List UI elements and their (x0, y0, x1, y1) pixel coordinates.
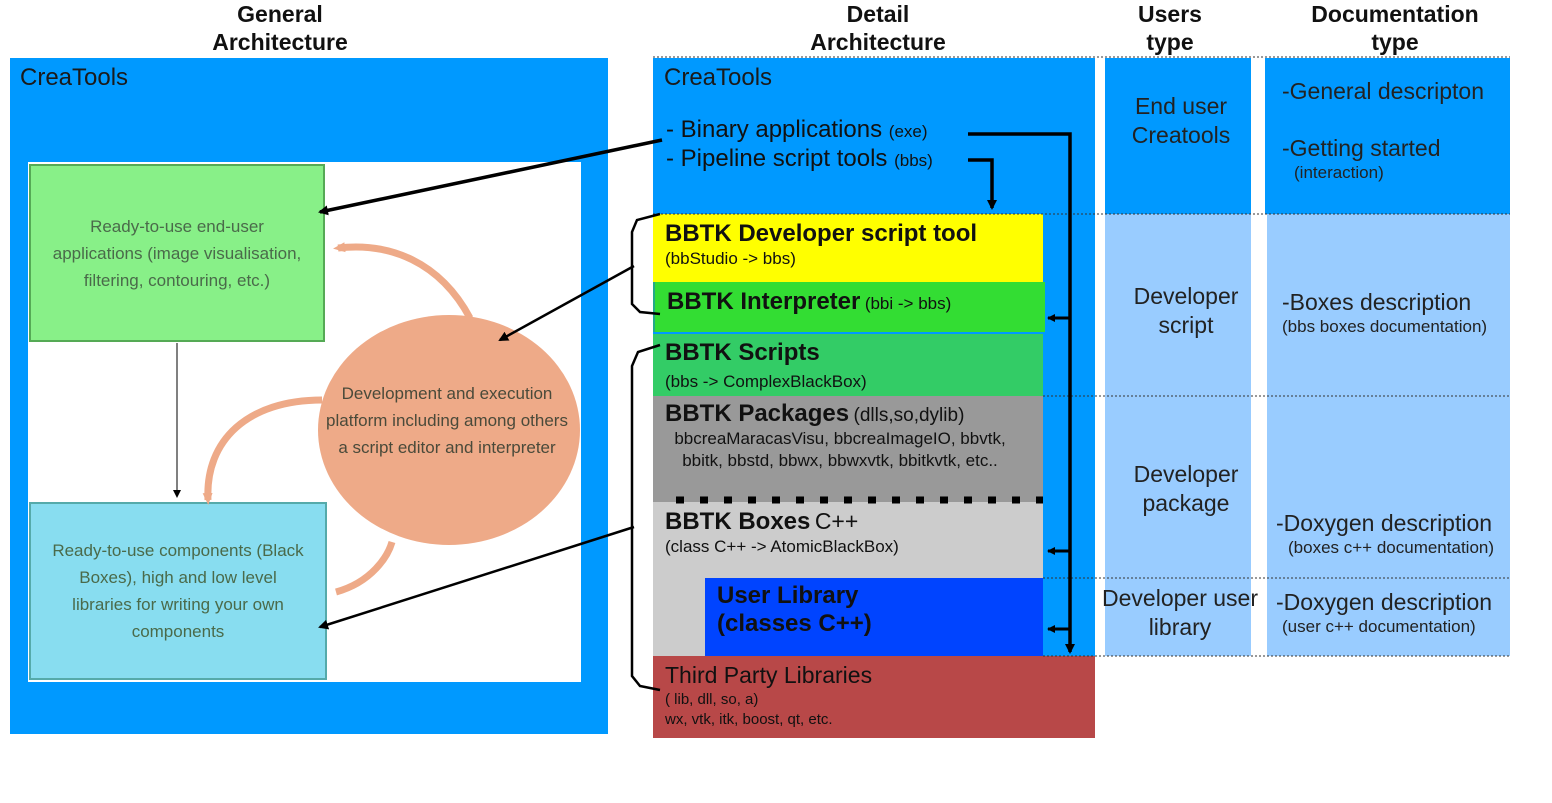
layer-packages-title: BBTK Packages (665, 400, 850, 427)
scripts-library-bracket (630, 343, 661, 692)
layer-third-party-sub2: wx, vtk, itk, boost, qt, etc. (665, 711, 833, 728)
components-label: Ready-to-use components (Black Boxes), h… (52, 541, 304, 641)
users-developer-library: Developer user library (1102, 585, 1258, 640)
binary-applications-note: (exe) (888, 122, 928, 141)
general-panel-title: CreaTools (20, 64, 129, 91)
binary-applications-label: - Binary applications (666, 116, 883, 143)
platform-ellipse (318, 315, 580, 545)
platform-to-components-curve (202, 396, 323, 505)
interpreter-to-platform-arrow (498, 264, 635, 342)
pipeline-to-devtool-arrow (968, 158, 997, 210)
users-developer-script: Developer script (1133, 283, 1239, 338)
doc-getting-started-note: (interaction) (1294, 163, 1384, 182)
binary-applications-item: - Binary applications (exe) (666, 116, 928, 144)
header-detail-line: Detail Architecture (810, 1, 946, 55)
layer-developer-script-tool-sub: (bbStudio -> bbs) (665, 249, 796, 268)
layer-third-party: Third Party Libraries ( lib, dll, so, a)… (653, 656, 1095, 738)
pipeline-script-tools-note: (bbs) (894, 151, 933, 170)
users-end-user: End user Creatools (1131, 93, 1231, 148)
layer-third-party-sub1: ( lib, dll, so, a) (665, 691, 759, 708)
layer-boxes-heading: BBTK Boxes C++ (665, 508, 1043, 536)
doc-general: -General descripton (1282, 78, 1484, 104)
components-box: Ready-to-use components (Black Boxes), h… (29, 502, 327, 680)
layer-boxes-note: C++ (814, 508, 859, 534)
header-users-type: Users type (1110, 0, 1230, 56)
layer-interpreter: BBTK Interpreter (bbi -> bbs) (653, 282, 1045, 332)
pipeline-script-tools-label: - Pipeline script tools (666, 145, 888, 172)
layer-packages-sub: bbcreaMaracasVisu, bbcreaImageIO, bbvtk,… (674, 429, 1006, 470)
layer-packages: BBTK Packages (dlls,so,dylib) bbcreaMara… (653, 396, 1043, 502)
doc-doxygen-boxes-note: (boxes c++ documentation) (1288, 538, 1495, 557)
doc-doxygen-boxes-label: -Doxygen description (1276, 510, 1493, 536)
header-documentation-type: Documentation type (1290, 0, 1500, 56)
detail-panel-title: CreaTools (664, 64, 773, 91)
platform-to-apps-curve (333, 242, 474, 320)
header-general-architecture: General Architecture (180, 0, 380, 56)
doc-boxes-note: (bbs boxes documentation) (1282, 317, 1488, 336)
doc-getting-started: -Getting started (interaction) (1282, 134, 1510, 184)
doc-doxygen-boxes: -Doxygen description (boxes c++ document… (1276, 509, 1510, 559)
users-developer-cell-bg (1105, 214, 1251, 656)
header-general-line: General Architecture (212, 1, 348, 55)
layer-scripts-sub: (bbs -> ComplexBlackBox) (665, 372, 867, 391)
doc-getting-started-label: -Getting started (1282, 135, 1441, 161)
layer-developer-script-tool-title: BBTK Developer script tool (665, 220, 978, 247)
layer-interpreter-note: (bbi -> bbs) (864, 294, 952, 313)
tool-bracket (630, 212, 661, 316)
end-user-applications-label: Ready-to-use end-user applications (imag… (52, 216, 302, 290)
doc-boxes-label: -Boxes description (1282, 289, 1472, 315)
doc-developer-cell-bg (1267, 214, 1510, 656)
layer-boxes: BBTK Boxes C++ (class C++ -> AtomicBlack… (653, 502, 1043, 578)
layer-developer-script-tool: BBTK Developer script tool (bbStudio -> … (653, 214, 1043, 282)
users-developer-package: Developer package (1133, 461, 1239, 516)
header-documentation-line: Documentation type (1311, 1, 1479, 55)
doc-general-cell-bg (1265, 58, 1510, 214)
layer-packages-heading: BBTK Packages (dlls,so,dylib) (665, 400, 1043, 428)
header-users-line: Users type (1138, 1, 1202, 55)
users-end-user-cell-bg (1105, 58, 1251, 214)
layer-third-party-title: Third Party Libraries (665, 662, 873, 688)
platform-label: Development and execution platform inclu… (326, 384, 568, 457)
binary-dependency-trunk (968, 132, 1075, 654)
layer-boxes-sub: (class C++ -> AtomicBlackBox) (665, 537, 899, 556)
layer-scripts-title: BBTK Scripts (665, 339, 820, 366)
layer-interpreter-title: BBTK Interpreter (667, 288, 861, 315)
layer-boxes-title: BBTK Boxes (665, 508, 811, 535)
pipeline-script-tools-item: - Pipeline script tools (bbs) (666, 145, 933, 173)
layer-user-library-title: User Library (classes C++) (717, 582, 872, 637)
layer-packages-note: (dlls,so,dylib) (853, 405, 965, 426)
doc-doxygen-user: -Doxygen description (user c++ documenta… (1276, 588, 1510, 638)
end-user-applications-box: Ready-to-use end-user applications (imag… (29, 164, 325, 342)
doc-boxes: -Boxes description (bbs boxes documentat… (1282, 288, 1510, 338)
doc-doxygen-user-note: (user c++ documentation) (1282, 617, 1476, 636)
components-to-platform-curve (334, 540, 396, 596)
header-detail-architecture: Detail Architecture (778, 0, 978, 56)
layer-boxes-extension (653, 578, 705, 656)
layer-user-library: User Library (classes C++) (705, 578, 1043, 656)
boxes-to-components-arrow (318, 525, 635, 630)
layer-scripts: BBTK Scripts (bbs -> ComplexBlackBox) (653, 334, 1043, 396)
doc-doxygen-user-label: -Doxygen description (1276, 589, 1493, 615)
binary-to-apps-arrow (318, 138, 663, 216)
